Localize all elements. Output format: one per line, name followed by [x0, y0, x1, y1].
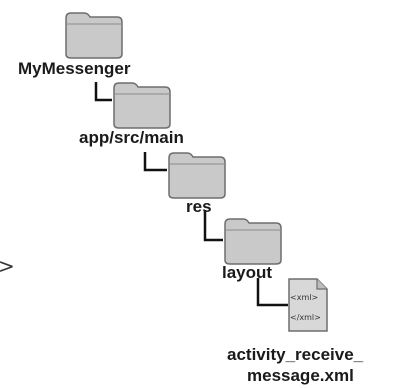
connector-root-app	[94, 82, 112, 102]
xml-icon-text-top: <xml>	[290, 293, 319, 302]
connector-layout-file	[256, 278, 288, 307]
file-label-line2: message.xml	[247, 366, 354, 385]
folder-icon	[168, 152, 226, 199]
folder-icon	[224, 218, 282, 265]
folder-label-root: MyMessenger	[18, 59, 131, 78]
folder-icon	[65, 12, 123, 59]
folder-label-app-src-main: app/src/main	[79, 128, 184, 147]
folder-icon	[113, 82, 171, 129]
chevron-right-icon: >	[0, 254, 15, 278]
connector-res-layout	[203, 210, 223, 242]
connector-app-res	[143, 152, 167, 172]
xml-file-icon: <xml> </xml>	[287, 277, 329, 333]
file-label-line1: activity_receive_	[227, 345, 364, 364]
folder-label-res: res	[186, 197, 212, 216]
xml-icon-text-bottom: </xml>	[290, 313, 321, 322]
folder-label-layout: layout	[222, 263, 273, 282]
